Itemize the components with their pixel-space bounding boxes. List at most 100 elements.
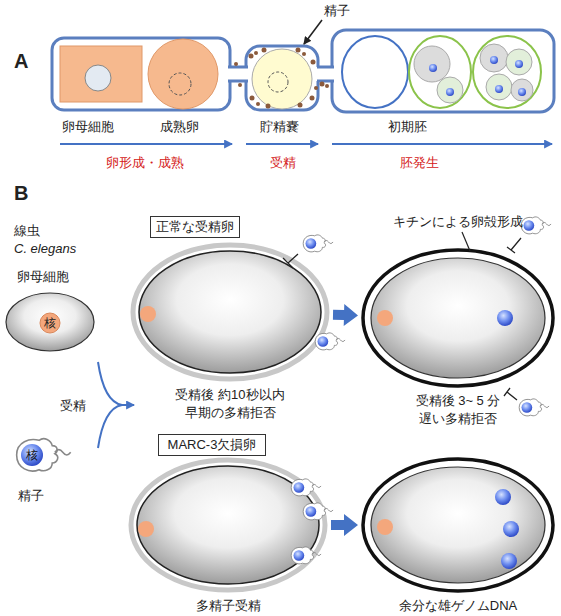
nucleus-outline <box>268 72 288 92</box>
sperm-cell <box>303 235 333 252</box>
tube-neck-wall <box>228 67 334 81</box>
egg-cell: 多精子受精 <box>128 457 328 593</box>
sperm-dot <box>302 52 306 56</box>
sperm-dot <box>266 104 271 109</box>
title-box: MARC-3欠損卵 <box>158 434 266 456</box>
sperm-dot <box>314 86 318 90</box>
blastomere <box>480 44 508 72</box>
male-pronucleus <box>495 489 511 505</box>
sperm-dot <box>298 103 303 108</box>
flow-arrow <box>331 514 358 536</box>
egg2-outline <box>361 457 555 593</box>
box-title: MARC-3欠損卵 <box>159 435 265 454</box>
cell-nucleus <box>495 85 503 93</box>
female-pronucleus <box>138 521 154 537</box>
merge-line <box>98 362 122 448</box>
blastomere <box>437 77 463 103</box>
cell-heading: 卵母細胞 <box>17 268 69 286</box>
process-label: 卵形成・成熟 <box>106 154 184 172</box>
embryo-4cell <box>473 36 541 108</box>
fertilized-egg <box>252 49 312 109</box>
cell-nucleus <box>515 60 523 68</box>
female-pronucleus <box>377 519 393 535</box>
sperm-dot <box>249 54 254 59</box>
egg-cell: 余分な雄ゲノムDNA <box>361 457 555 593</box>
process-label: 受精 <box>270 154 296 172</box>
panel-letter: B <box>14 180 28 207</box>
sperm-dot <box>320 82 325 87</box>
species-name: C. elegans <box>14 240 76 258</box>
nucleus: 核 <box>40 313 60 333</box>
callout-label: キチンによる卵殻形成 <box>393 213 523 231</box>
cell-nucleus <box>518 88 526 96</box>
stage-arrow <box>246 143 318 145</box>
block-mark <box>507 238 521 253</box>
egg1-outline <box>128 457 328 593</box>
tube-neck <box>226 67 249 81</box>
chitin-shell <box>363 459 553 591</box>
egg-caption: 多精子受精 <box>196 597 261 615</box>
sperm-dot <box>234 62 238 66</box>
sperm-dot <box>254 51 258 55</box>
egg-caption: 受精後 約10秒以内 早期の多精拒否 <box>155 386 305 421</box>
nucleus: 核 <box>21 444 43 466</box>
gonad-tube <box>52 38 230 110</box>
stage-label: 初期胚 <box>388 118 427 136</box>
nucleus-body <box>21 444 43 466</box>
nucleus-label: 核 <box>40 313 60 333</box>
merge-arrow <box>120 404 134 406</box>
sperm-dot <box>262 48 267 53</box>
cell-nucleus <box>490 56 498 64</box>
leader-line <box>462 232 470 251</box>
oocyte-cell: 卵母細胞核 <box>5 292 95 352</box>
sperm-dots <box>234 48 329 109</box>
cell-nucleus <box>429 64 437 72</box>
sperm-dot <box>325 84 329 88</box>
sperm-dot <box>256 102 260 106</box>
sperm-body <box>17 439 58 471</box>
blastomere <box>511 79 533 101</box>
egg-body <box>137 466 319 584</box>
egg1-outline <box>130 242 330 382</box>
blastomere <box>506 49 532 75</box>
sperm-dot <box>238 83 242 87</box>
blastomere <box>486 74 512 100</box>
cell-nucleus <box>446 88 454 96</box>
step-label: 受精 <box>60 397 86 415</box>
block-mark <box>504 388 517 400</box>
pointer-line <box>304 20 322 44</box>
cell-heading: 精子 <box>18 487 44 505</box>
female-pronucleus <box>140 306 156 322</box>
oocyte-cell <box>60 46 142 102</box>
sperm-dot <box>311 60 316 65</box>
stage-arrow <box>332 143 552 145</box>
egg-body <box>371 467 545 583</box>
tube-neck <box>316 67 335 81</box>
vitelline-layer <box>133 245 327 379</box>
box-title: 正常な受精卵 <box>151 217 239 236</box>
blastomere <box>414 46 450 82</box>
sperm-dot <box>296 48 301 53</box>
male-pronucleus <box>501 553 517 569</box>
nucleus-label: 核 <box>21 444 43 466</box>
egg-body <box>139 251 321 373</box>
cell-body <box>6 293 94 351</box>
sperm-dot <box>310 96 315 101</box>
process-label: 胚発生 <box>400 154 439 172</box>
flow-arrow <box>333 304 358 326</box>
sperm-tail <box>55 450 71 455</box>
egg-cell: 受精後 3~ 5 分 遅い多精拒否 <box>361 248 555 388</box>
stage-arrow <box>60 143 232 145</box>
sperm-cell <box>519 399 549 416</box>
sperm-cell <box>521 217 551 234</box>
oocyte-nucleus <box>85 65 111 91</box>
title-box: 正常な受精卵 <box>150 216 240 238</box>
egg-cell: 受精後 約10秒以内 早期の多精拒否 <box>130 242 330 382</box>
male-pronucleus <box>503 521 519 537</box>
egg-body <box>371 258 545 378</box>
zygote <box>342 36 408 108</box>
sperm-dot <box>250 96 255 101</box>
organism-name: 線虫 <box>14 222 40 240</box>
spermatheca-tube <box>246 46 318 110</box>
